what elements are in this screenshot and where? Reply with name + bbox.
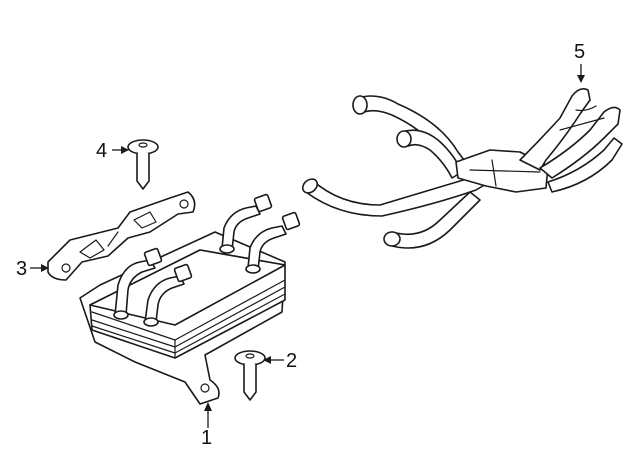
callout-1: 1 — [201, 427, 212, 449]
callout-3: 3 — [16, 258, 27, 280]
mounting-bracket — [47, 191, 196, 281]
callout-2: 2 — [286, 350, 297, 372]
bolt-4 — [127, 139, 159, 190]
callout-4: 4 — [96, 140, 107, 162]
bolt-2 — [234, 350, 266, 401]
callout-5: 5 — [574, 41, 585, 63]
hose-assembly — [301, 88, 623, 249]
oil-cooler — [79, 193, 301, 405]
callout-leaders — [30, 64, 585, 428]
